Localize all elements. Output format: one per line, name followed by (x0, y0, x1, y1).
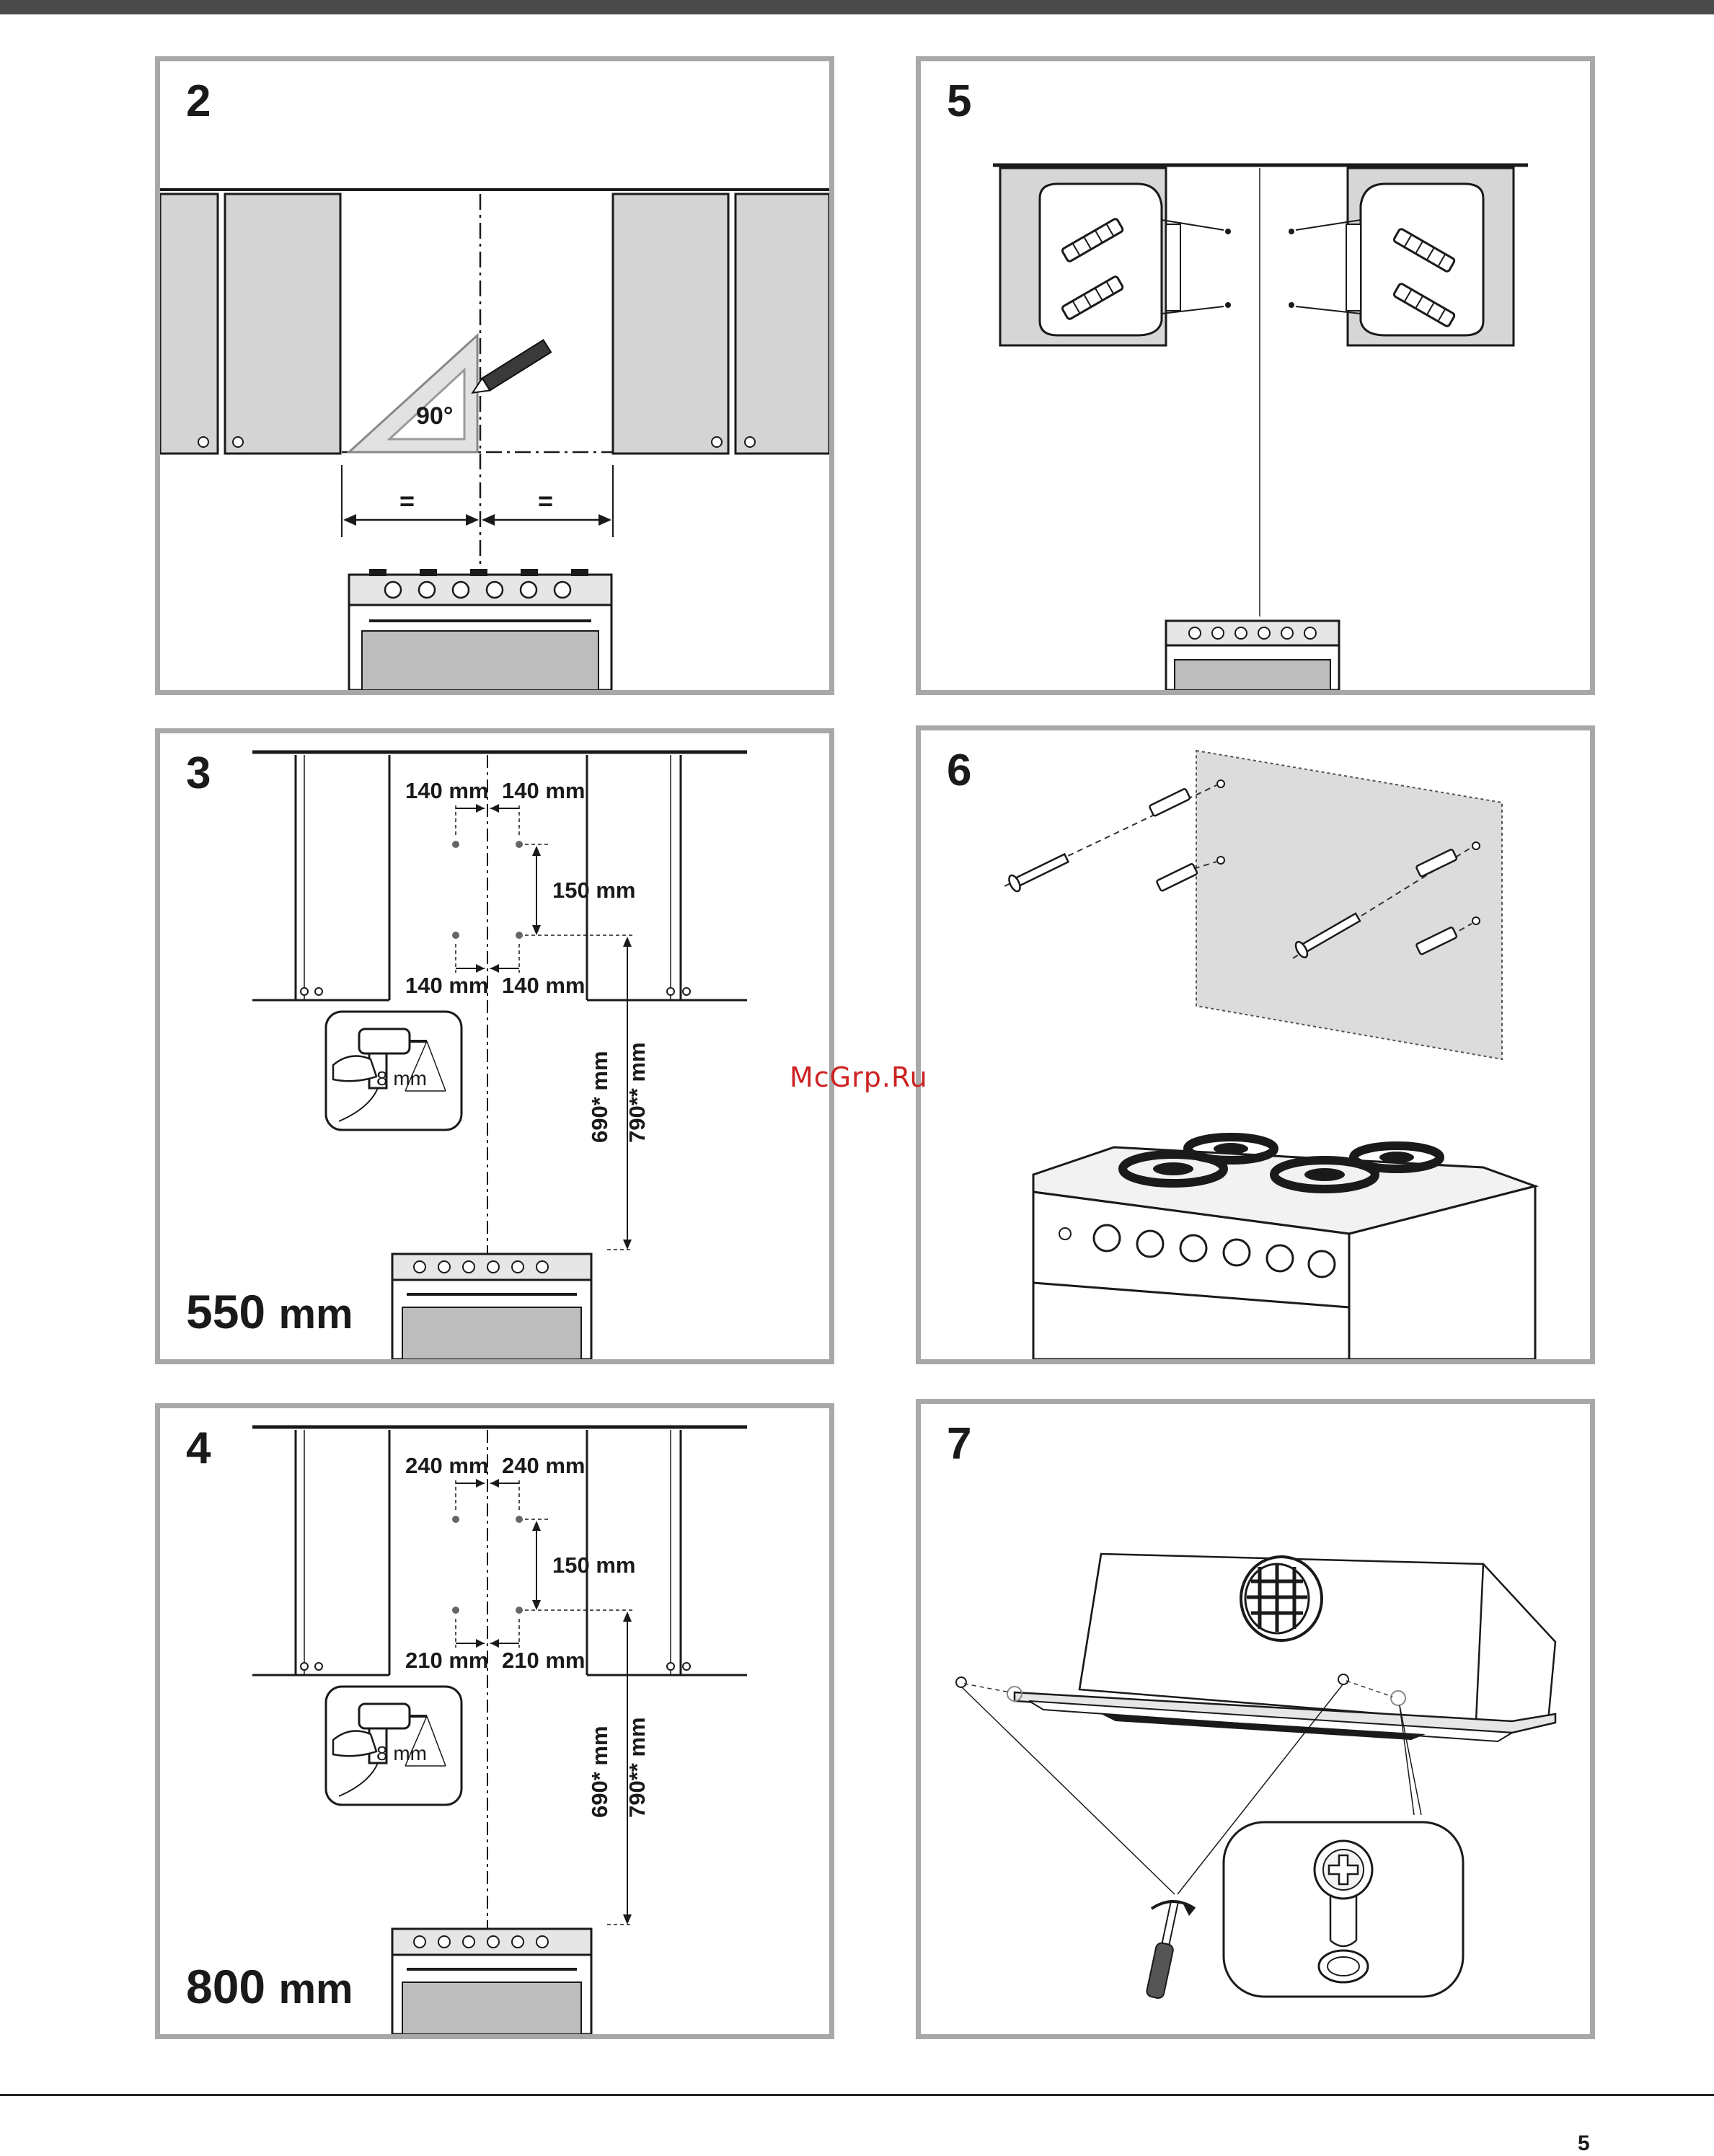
watermark: McGrp.Ru (790, 1061, 928, 1093)
dim-height-a: 690* mm (587, 1051, 612, 1143)
drill-size: 8 mm (376, 1742, 427, 1764)
top-bar (0, 0, 1714, 14)
page-number: 5 (1578, 2131, 1590, 2156)
step-number: 6 (947, 745, 971, 796)
dim-height-b: 790** mm (624, 1042, 650, 1143)
dim-vertical: 150 mm (552, 1552, 635, 1578)
step-7-drawing (921, 1404, 1590, 2034)
width-value: 550 (186, 1285, 265, 1338)
footer-rule (0, 2094, 1714, 2096)
angle-label: 90° (416, 402, 453, 430)
dim-bottom-right: 210 mm (502, 1648, 585, 1673)
step-number: 3 (186, 748, 211, 799)
dim-top-right: 140 mm (502, 778, 585, 803)
step-number: 2 (186, 76, 211, 127)
dim-top-left: 240 mm (405, 1453, 488, 1478)
width-value: 800 (186, 1960, 265, 2013)
panel-step-2: 90° = = 2 (155, 56, 834, 695)
dim-top-left: 140 mm (405, 778, 488, 803)
dim-height-b: 790** mm (624, 1717, 650, 1818)
step-4-drawing: 240 mm 240 mm 150 mm 210 mm 210 mm 690* … (160, 1408, 829, 2034)
step-2-drawing: 90° = = (160, 61, 829, 690)
panel-step-5: 5 (916, 56, 1595, 695)
step-5-drawing (921, 61, 1590, 690)
step-3-drawing: 140 mm 140 mm 150 mm 140 mm 140 mm 690* … (160, 733, 829, 1359)
step-number: 7 (947, 1418, 971, 1470)
dim-top-right: 240 mm (502, 1453, 585, 1478)
dim-bottom-left: 140 mm (405, 973, 488, 998)
cooker-width-label: 800 mm (186, 1959, 353, 2014)
dim-bottom-left: 210 mm (405, 1648, 488, 1673)
dim-vertical: 150 mm (552, 878, 635, 903)
width-unit: mm (278, 1291, 353, 1338)
equal-left: = (399, 486, 415, 516)
dim-bottom-right: 140 mm (502, 973, 585, 998)
panel-step-3: 140 mm 140 mm 150 mm 140 mm 140 mm 690* … (155, 728, 834, 1364)
width-unit: mm (278, 1966, 353, 2013)
panel-step-4: 240 mm 240 mm 150 mm 210 mm 210 mm 690* … (155, 1403, 834, 2039)
cooker-width-label: 550 mm (186, 1284, 353, 1339)
equal-right: = (538, 486, 553, 516)
panel-step-7: 7 (916, 1399, 1595, 2039)
dim-height-a: 690* mm (587, 1726, 612, 1818)
panel-step-6: 6 (916, 725, 1595, 1364)
step-number: 5 (947, 76, 971, 127)
step-6-drawing (921, 730, 1590, 1359)
drill-size: 8 mm (376, 1067, 427, 1090)
step-number: 4 (186, 1423, 211, 1474)
